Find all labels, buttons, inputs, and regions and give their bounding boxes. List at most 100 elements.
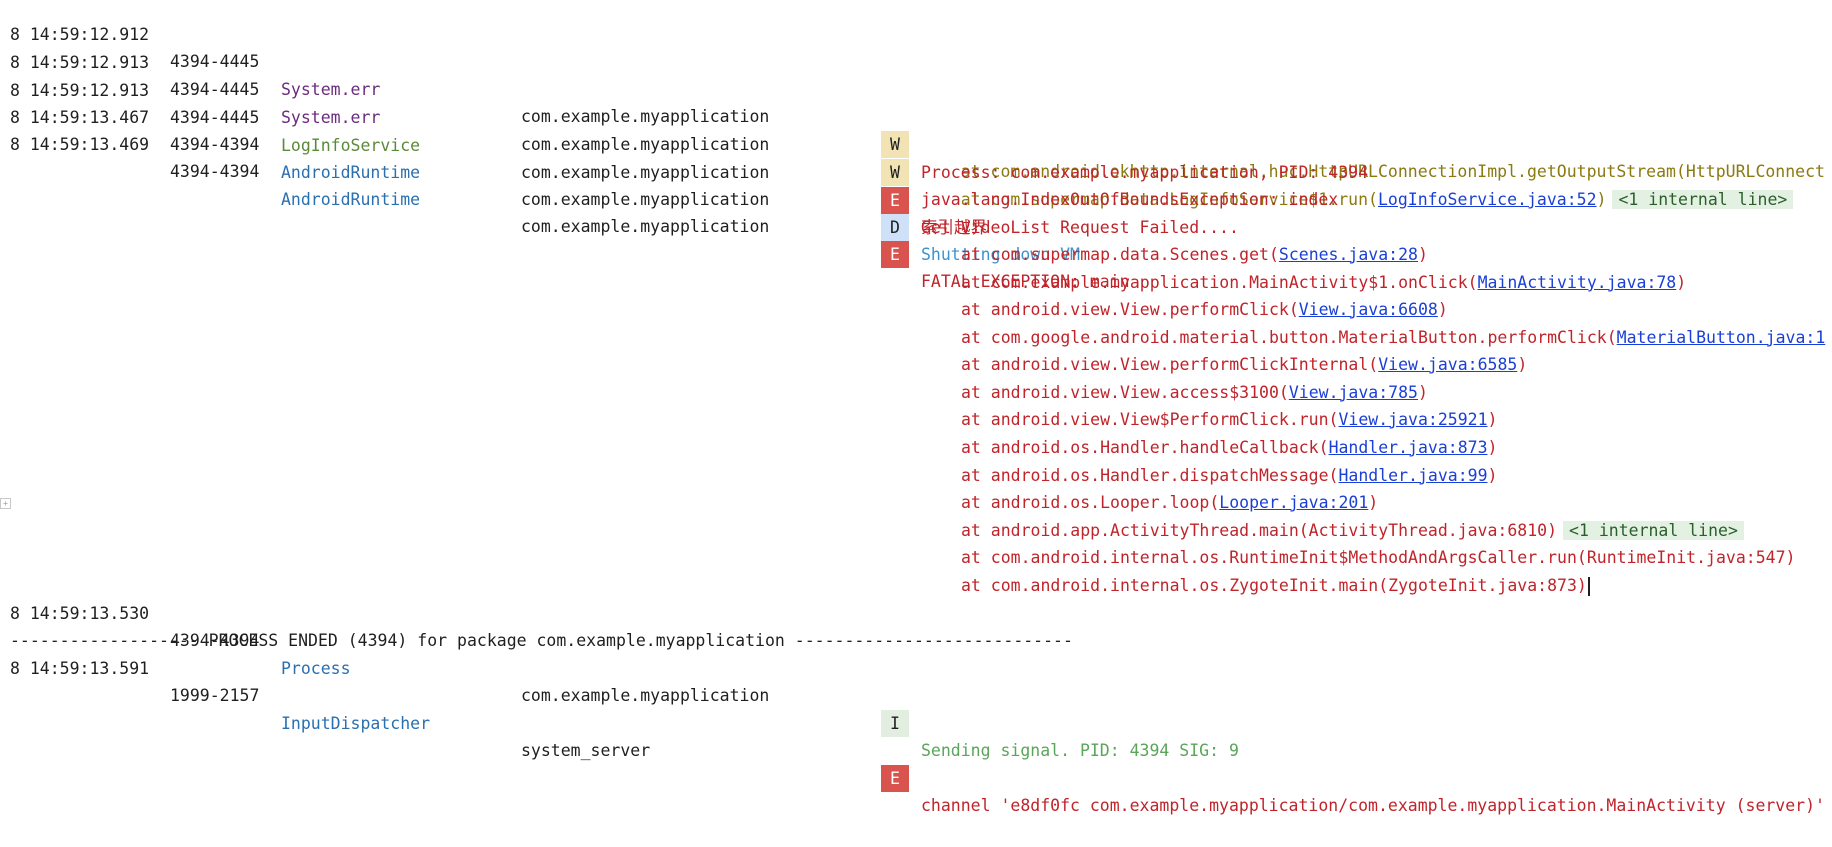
log-message: Shutting down VM	[921, 245, 1080, 264]
stack-frame-text: )	[1487, 437, 1498, 457]
log-row[interactable]: 8 14:59:12.913 4394-4445 LogInfoService …	[0, 49, 1832, 238]
log-level-badge: I	[881, 709, 909, 737]
log-timestamp: 8 14:59:12.913	[10, 80, 150, 100]
log-level-badge: W	[881, 130, 909, 158]
logcat-view[interactable]: 8 14:59:12.912 4394-4445 System.err com.…	[0, 0, 1832, 816]
log-package: com.example.myapplication	[521, 217, 770, 236]
fold-gutter-icon[interactable]: +	[0, 498, 11, 509]
stack-frame-text: )	[1487, 465, 1498, 485]
stack-frame: at com.android.internal.os.RuntimeInit$M…	[0, 516, 1832, 567]
stack-frame-text: at android.view.View.performClickInterna…	[961, 354, 1379, 374]
stack-frame-text: at com.android.internal.os.RuntimeInit$M…	[961, 547, 1796, 567]
source-link[interactable]: Handler.java:99	[1338, 465, 1488, 485]
stack-frame-text: at android.view.View.performClick(	[961, 299, 1299, 319]
stack-frame-text: )	[1417, 382, 1428, 402]
log-timestamp: 8 14:59:13.530	[10, 603, 150, 623]
exception-line: Process: com.example.myapplication, PID:…	[0, 131, 1832, 182]
log-pid-tid: 1999-2157	[170, 686, 260, 705]
log-level-badge: D	[881, 213, 909, 241]
log-tag: LogInfoService	[281, 135, 421, 155]
stack-frame-text: )	[1487, 409, 1498, 429]
source-link[interactable]: View.java:785	[1288, 382, 1418, 402]
message-text: )	[1596, 190, 1607, 209]
stack-frame-text: )	[1437, 299, 1448, 319]
source-link[interactable]: LogInfoService.java:52	[1377, 190, 1597, 209]
log-timestamp: 8 14:59:12.912	[10, 24, 150, 44]
stack-frame-text: at android.view.View$PerformClick.run(	[961, 409, 1339, 429]
log-row[interactable]: 8 14:59:13.530 4394-4394 Process com.exa…	[0, 572, 1832, 761]
separator-text: ------------------- PROCESS ENDED (4394)…	[10, 630, 1073, 650]
stack-frame: at android.os.Handler.handleCallback(Han…	[0, 406, 1832, 457]
exception-text: 索引越界	[921, 217, 987, 237]
source-link[interactable]: Handler.java:873	[1328, 437, 1488, 457]
log-message: channel 'e8df0fc com.example.myapplicati…	[921, 796, 1825, 815]
source-link[interactable]: MainActivity.java:78	[1477, 272, 1677, 292]
exception-text: Process: com.example.myapplication, PID:…	[921, 162, 1369, 182]
internal-lines-fold[interactable]: <1 internal line>	[1563, 520, 1744, 540]
log-row[interactable]: 8 14:59:13.467 4394-4394 AndroidRuntime …	[0, 76, 1832, 265]
source-link[interactable]: View.java:25921	[1338, 409, 1488, 429]
log-message: at com.android.okhttp.internal.huc.HttpU…	[921, 158, 1825, 186]
source-link[interactable]: MaterialButton.java:1	[1616, 327, 1826, 347]
message-text: at com.supermap.data.LogInfoService$1.ru…	[921, 190, 1378, 209]
text-caret	[1587, 576, 1590, 596]
message-text: at com.android.okhttp.internal.huc.HttpU…	[921, 162, 1825, 181]
log-timestamp: 8 14:59:13.467	[10, 107, 150, 127]
log-level-badge: E	[881, 240, 909, 268]
log-pid-tid: 4394-4445	[170, 80, 260, 99]
log-row[interactable]: 8 14:59:13.591 1999-2157 InputDispatcher…	[0, 627, 1832, 816]
stack-frame-text: at com.android.internal.os.ZygoteInit.ma…	[961, 575, 1587, 595]
log-tag: Process	[281, 658, 351, 678]
stack-frame: at android.view.View.access$3100(View.ja…	[0, 351, 1832, 402]
source-link[interactable]: Looper.java:201	[1219, 492, 1369, 512]
log-package: com.example.myapplication	[521, 107, 770, 126]
log-pid-tid: 4394-4394	[170, 162, 260, 181]
log-message: at com.supermap.data.LogInfoService$1.ru…	[921, 186, 1794, 214]
log-row[interactable]: 8 14:59:12.912 4394-4445 System.err com.…	[0, 0, 1832, 182]
stack-frame-text: at com.google.android.material.button.Ma…	[961, 327, 1617, 347]
log-level-badge: E	[881, 764, 909, 792]
exception-line: java.lang.IndexOutOfBoundsException: ind…	[0, 158, 1832, 209]
log-tag: AndroidRuntime	[281, 189, 421, 209]
log-package: com.example.myapplication	[521, 135, 770, 154]
stack-frame: at android.os.Looper.loop(Looper.java:20…	[0, 461, 1832, 512]
log-message: Sending signal. PID: 4394 SIG: 9	[921, 741, 1239, 760]
log-message: Get VideoList Request Failed....	[921, 218, 1239, 237]
stack-frame: at android.view.View$PerformClick.run(Vi…	[0, 378, 1832, 429]
stack-frame: at android.app.ActivityThread.main(Activ…	[0, 489, 1832, 540]
log-pid-tid: 4394-4445	[170, 52, 260, 71]
stack-frame: at android.view.View.performClickInterna…	[0, 323, 1832, 374]
log-tag: System.err	[281, 79, 381, 99]
stack-frame: at com.supermap.data.Scenes.get(Scenes.j…	[0, 213, 1832, 264]
stack-frame: at android.os.Handler.dispatchMessage(Ha…	[0, 434, 1832, 485]
log-package: com.example.myapplication	[521, 686, 770, 705]
stack-frame-text: )	[1417, 244, 1428, 264]
stack-frame-text: at android.os.Looper.loop(	[961, 492, 1220, 512]
process-ended-separator: ------------------- PROCESS ENDED (4394)…	[0, 599, 1832, 650]
log-tag: AndroidRuntime	[281, 162, 421, 182]
log-pid-tid: 4394-4394	[170, 631, 260, 650]
stack-frame-text: at android.view.View.access$3100(	[961, 382, 1289, 402]
internal-lines-fold[interactable]: <1 internal line>	[1612, 190, 1794, 209]
source-link[interactable]: View.java:6585	[1378, 354, 1518, 374]
stack-frame-text: at com.example.myapplication.MainActivit…	[961, 272, 1478, 292]
log-package: system_server	[521, 741, 651, 760]
stack-frame: at com.google.android.material.button.Ma…	[0, 296, 1832, 347]
stack-frame: at com.android.internal.os.ZygoteInit.ma…	[0, 544, 1832, 596]
log-timestamp: 8 14:59:13.591	[10, 658, 150, 678]
log-row[interactable]: 8 14:59:13.469 4394-4394 AndroidRuntime …	[0, 103, 1832, 292]
source-link[interactable]: Scenes.java:28	[1278, 244, 1418, 264]
stack-frame-text: at android.app.ActivityThread.main(Activ…	[961, 520, 1558, 540]
log-row[interactable]: 8 14:59:12.913 4394-4445 System.err com.…	[0, 21, 1832, 209]
log-level-badge: E	[881, 186, 909, 214]
stack-frame-text: )	[1517, 354, 1528, 374]
stack-frame-text: )	[1368, 492, 1379, 512]
stack-frame-text: at android.os.Handler.handleCallback(	[961, 437, 1329, 457]
stack-frame-text: at android.os.Handler.dispatchMessage(	[961, 465, 1339, 485]
source-link[interactable]: View.java:6608	[1298, 299, 1438, 319]
log-message: FATAL EXCEPTION: main	[921, 272, 1130, 291]
log-pid-tid: 4394-4445	[170, 108, 260, 127]
exception-line: 索引越界	[0, 186, 1832, 237]
log-tag: System.err	[281, 107, 381, 127]
log-package: com.example.myapplication	[521, 190, 770, 209]
